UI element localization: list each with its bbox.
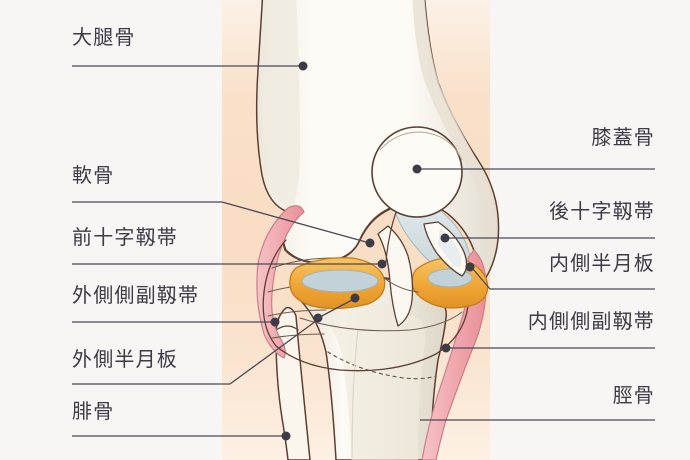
label-medial-meniscus: 内側半月板 [549,253,655,275]
label-cartilage: 軟骨 [72,165,115,187]
patella-bone [371,126,463,218]
leader-dot-cartilage [365,238,375,248]
patella-inner-ring [379,131,463,161]
label-femur: 大腿骨 [72,27,136,49]
leader-dot-acl [377,259,387,269]
patellar-tendon [385,211,397,263]
lateral-meniscus-inner [301,269,379,293]
joint-space-line [299,311,463,332]
tibia-inner-shading [318,301,426,460]
label-anterior-cruciate-ligament: 前十字靱帯 [72,227,178,249]
intercondylar-detail [383,277,419,293]
label-patella: 膝蓋骨 [591,127,655,149]
label-tibia: 脛骨 [612,385,655,407]
femur-inner-shading [262,0,300,210]
tibial-tubercle-dashed [327,351,437,380]
fibula-bone [275,306,311,460]
label-lateral-collateral-ligament: 外側側副靱帯 [72,285,200,307]
femur-right-shading [412,0,497,294]
label-lateral-meniscus: 外側半月板 [72,349,178,371]
label-posterior-cruciate-ligament: 後十字靱帯 [549,201,655,223]
tibia-shaft-highlight [351,329,359,460]
label-medial-collateral-ligament: 内側側副靱帯 [527,311,655,333]
leader-dot-mcl [441,343,451,353]
label-fibula: 腓骨 [72,401,115,423]
